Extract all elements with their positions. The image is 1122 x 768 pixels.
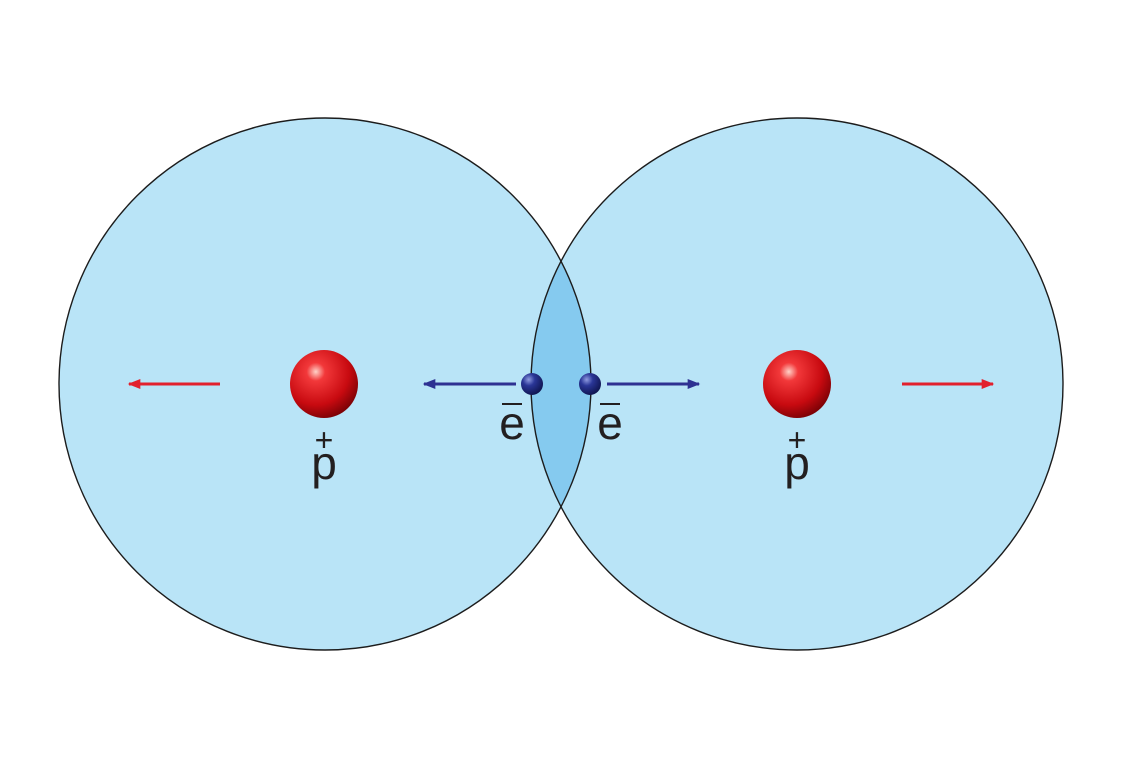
left-electron-label: e	[499, 397, 525, 449]
right-proton	[763, 350, 831, 418]
right-proton-letter: p	[784, 437, 810, 489]
left-electron-letter: e	[499, 397, 525, 449]
left-proton	[290, 350, 358, 418]
right-electron-label: e	[597, 397, 623, 449]
left-proton-label: + p	[311, 422, 337, 489]
right-proton-label: + p	[784, 422, 810, 489]
right-electron	[579, 373, 601, 395]
left-electron	[521, 373, 543, 395]
right-electron-letter: e	[597, 397, 623, 449]
left-proton-letter: p	[311, 437, 337, 489]
